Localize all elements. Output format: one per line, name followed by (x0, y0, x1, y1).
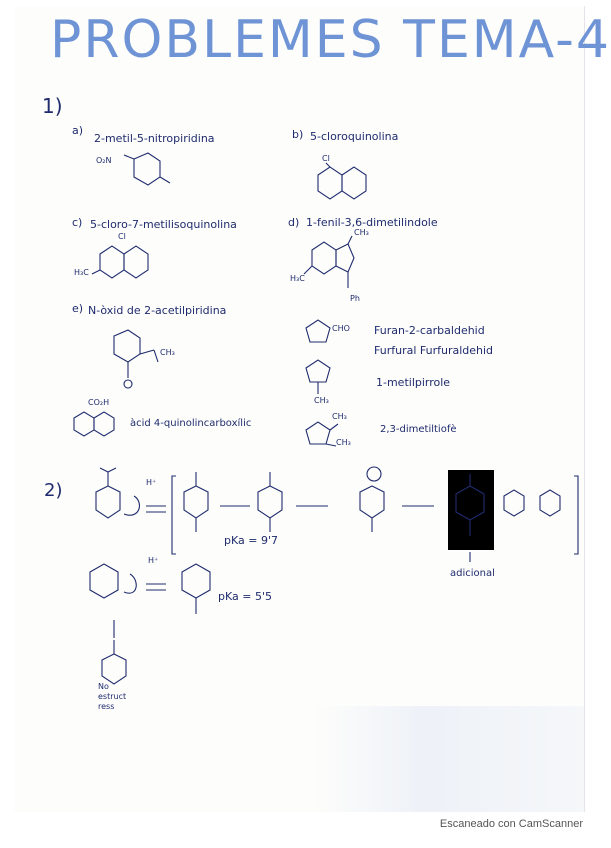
item-f-name: àcid 4-quinolincarboxílic (130, 418, 252, 429)
item-h-substituent: CH₃ (314, 396, 329, 405)
structure-furfural (305, 319, 331, 343)
problem-1-number: 1) (42, 94, 63, 118)
structure-5-chloroquinoline (317, 162, 367, 200)
resonance-scheme-dmap (95, 466, 579, 562)
note-additional: adicional (450, 568, 495, 579)
structure-2-3-dimethylthiophene (305, 421, 339, 447)
structure-1-methylpyrrole (305, 359, 331, 394)
structure-2-methyl-5-nitropyridine (123, 152, 171, 186)
item-a-label: a) (72, 124, 84, 137)
page-title: PROBLEMES TEMA-4 (50, 10, 611, 70)
item-g-name: Furan-2-carbaldehid (374, 324, 485, 337)
item-d-label: d) (288, 216, 300, 229)
structure-5-chloro-7-methylisoquinoline (91, 245, 149, 279)
notebook-page: PROBLEMES TEMA-4 1) a) 2-metil-5-nitropi… (14, 6, 609, 812)
structure-1-phenyl-3-6-dimethylindole (303, 235, 355, 288)
pyridine-protonation (89, 563, 211, 614)
item-a-substituent: O₂N (96, 156, 112, 165)
item-d-substituent-ph: Ph (350, 294, 360, 303)
item-b-label: b) (292, 128, 304, 141)
item-g-substituent: CHO (332, 324, 350, 333)
item-c-substituent-cl: Cl (118, 232, 126, 241)
item-i-substituent-a: CH₃ (332, 412, 347, 421)
h-plus-2: H⁺ (148, 556, 159, 565)
item-i-substituent-b: CH₃ (336, 438, 351, 447)
item-c-substituent-ch3: H₃C (74, 268, 89, 277)
problem-2-number: 2) (44, 480, 63, 501)
item-f-substituent: CO₂H (88, 398, 110, 407)
structure-2-acetylpyridine-n-oxide (113, 329, 159, 389)
item-c-name: 5-cloro-7-metilisoquinolina (90, 218, 237, 231)
item-c-label: c) (72, 216, 83, 229)
scan-smudge (314, 706, 584, 812)
protonated-dmap-no-resonance (101, 620, 127, 685)
item-b-name: 5-cloroquinolina (310, 130, 399, 143)
pka-value-1: pKa = 9'7 (224, 534, 278, 547)
item-d-name: 1-fenil-3,6-dimetilindole (306, 216, 438, 229)
h-plus-1: H⁺ (146, 478, 157, 487)
note-no-resonance: No estruct ress (98, 682, 127, 711)
pka-value-2: pKa = 5'5 (218, 590, 272, 603)
scanner-watermark: Escaneado con CamScanner (439, 818, 583, 830)
item-h-name: 1-metilpirrole (376, 376, 451, 389)
item-b-substituent: Cl (322, 154, 330, 163)
item-e-label: e) (72, 302, 84, 315)
item-i-name: 2,3-dimetiltiofè (380, 424, 457, 435)
item-a-name: 2-metil-5-nitropiridina (94, 132, 215, 145)
item-e-name: N-òxid de 2-acetilpiridina (88, 304, 227, 317)
item-e-substituent: CH₃ (160, 348, 175, 357)
item-d-substituent-h3c: H₃C (290, 274, 305, 283)
item-d-substituent-ch3: CH₃ (354, 228, 369, 237)
structure-quinoline-4-carboxylic-acid (73, 411, 115, 437)
item-g-synonyms: Furfural Furfuraldehid (374, 344, 494, 357)
